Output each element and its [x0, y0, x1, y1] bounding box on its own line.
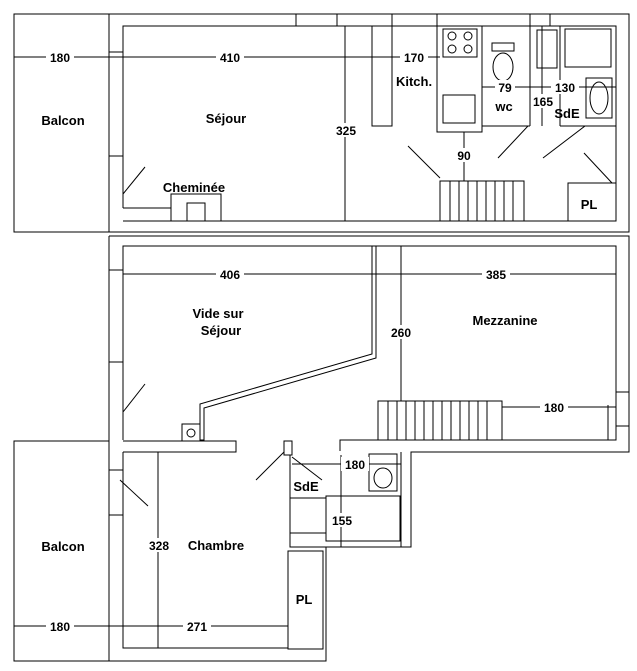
dim-mezzanine-depth: 260	[391, 326, 411, 340]
kitchen-partition	[371, 25, 393, 127]
burner-icon	[447, 44, 457, 54]
pl-closet-bottom	[287, 550, 324, 650]
wall-seg	[123, 440, 237, 453]
dim-kitchen-width: 170	[404, 51, 424, 65]
wall-seg	[289, 452, 402, 548]
toilet-icon	[492, 52, 514, 82]
flue-icon	[186, 428, 196, 438]
burner-icon	[463, 31, 473, 41]
sejour-wall	[122, 25, 296, 208]
door-swing	[291, 456, 323, 481]
washbasin	[536, 29, 558, 69]
dim-bg	[400, 50, 428, 64]
void-railing	[199, 246, 377, 441]
dim-bg	[341, 457, 369, 471]
burner-icon	[447, 31, 457, 41]
pl-closet-top	[567, 182, 617, 222]
dim-chambre-depth: 328	[149, 539, 169, 553]
balcony-bottom	[13, 440, 110, 662]
door-swing	[407, 145, 441, 179]
door-swing	[583, 152, 613, 184]
dim-bg	[183, 619, 211, 633]
dim-sde-top-depth: 165	[533, 95, 553, 109]
dim-bg	[495, 80, 515, 94]
bath-basin	[589, 81, 609, 115]
dim-mezzanine-width: 385	[486, 268, 506, 282]
wc-wall	[481, 26, 530, 127]
dim-bg	[46, 619, 74, 633]
dim-bg	[333, 123, 359, 137]
dim-bg	[388, 325, 414, 339]
dim-balcon-top: 180	[50, 51, 70, 65]
wall-seg	[122, 452, 288, 649]
dim-chambre-width: 271	[187, 620, 207, 634]
dim-sejour-depth: 325	[336, 124, 356, 138]
dim-sde-bottom-depth: 155	[332, 514, 352, 528]
wall-seg	[123, 25, 617, 222]
stair-steps	[449, 181, 514, 221]
dim-bg	[540, 400, 568, 414]
room-pl-top: PL	[581, 197, 598, 212]
dim-bg	[146, 538, 172, 552]
dim-bg	[216, 50, 244, 64]
burner-icon	[463, 44, 473, 54]
dim-vide-width: 406	[220, 268, 240, 282]
stove	[442, 28, 478, 58]
wall-seg	[283, 440, 293, 456]
shower-tray	[564, 28, 612, 68]
room-balcon-bottom: Balcon	[41, 539, 84, 554]
dim-bg	[216, 267, 244, 281]
window-top	[295, 13, 338, 27]
fireplace-hearth	[186, 202, 206, 222]
stair-steps-mezzanine	[387, 401, 488, 440]
sink	[442, 94, 476, 124]
dim-sde-top-width: 130	[555, 81, 575, 95]
dim-bg	[482, 267, 510, 281]
dim-stair-width: 90	[457, 149, 471, 163]
staircase	[439, 180, 525, 222]
door-swing	[122, 166, 146, 195]
dim-bg	[329, 513, 355, 527]
staircase-mezzanine	[377, 400, 503, 441]
room-pl-bottom: PL	[296, 592, 313, 607]
room-cheminee: Cheminée	[163, 180, 225, 195]
dim-bg	[46, 50, 74, 64]
room-mezzanine: Mezzanine	[472, 313, 537, 328]
chimney-flue	[181, 423, 201, 442]
window-top	[529, 13, 551, 27]
bottom-level: 406 385 260 180 180 155 328 180 271 Vide…	[13, 235, 630, 662]
dim-bg	[531, 94, 555, 108]
door-swing	[122, 383, 146, 413]
door-swing	[497, 125, 529, 159]
room-sde-top: SdE	[554, 106, 580, 121]
wall-seg	[122, 245, 617, 451]
room-kitchen: Kitch.	[396, 74, 432, 89]
dim-mezzanine-stair: 180	[544, 401, 564, 415]
top-level: 180 410 170 325 79 130 165 90 Balcon Séj…	[13, 13, 630, 233]
window-top	[391, 13, 438, 27]
dim-balcon-bottom: 180	[50, 620, 70, 634]
room-sejour: Séjour	[206, 111, 246, 126]
room-vide-line1: Vide sur	[192, 306, 243, 321]
room-vide-line2: Séjour	[201, 323, 241, 338]
room-sde-bottom: SdE	[293, 479, 319, 494]
room-chambre: Chambre	[188, 538, 244, 553]
door-swing	[255, 451, 285, 481]
basin-icon	[373, 467, 393, 489]
toilet-tank	[491, 42, 515, 52]
door-swing	[119, 479, 149, 507]
dim-bg	[452, 148, 476, 162]
door-swing	[542, 125, 586, 159]
room-wc: wc	[494, 99, 512, 114]
dim-sejour-width: 410	[220, 51, 240, 65]
washbasin-bottom	[368, 453, 398, 492]
dim-wc-width: 79	[498, 81, 512, 95]
bottom-level-frame	[108, 235, 630, 662]
dim-sde-bottom-width: 180	[345, 458, 365, 472]
dim-bg	[551, 80, 579, 94]
room-balcon-top: Balcon	[41, 113, 84, 128]
